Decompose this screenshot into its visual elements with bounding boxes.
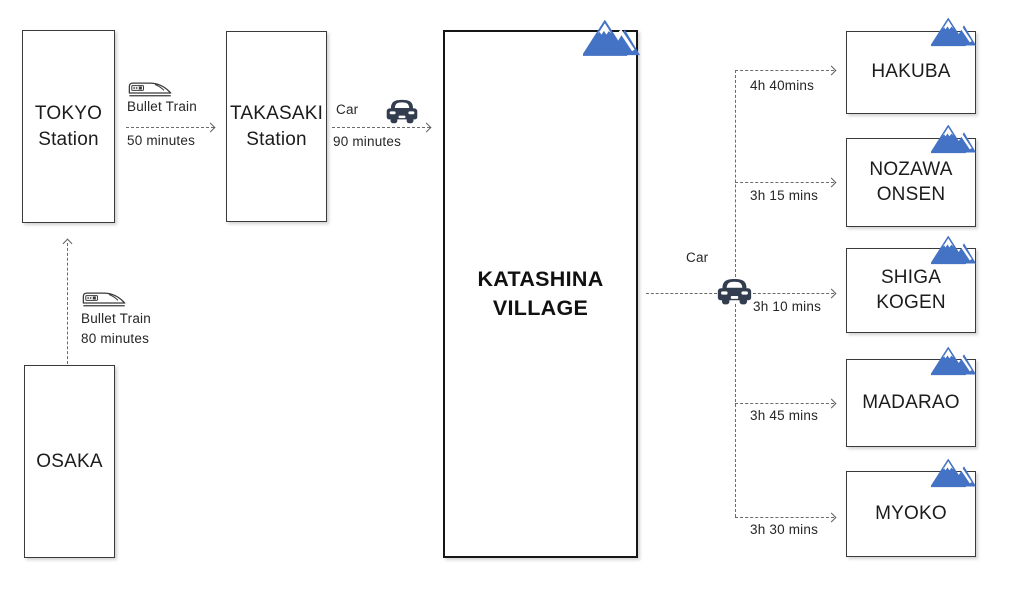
takasaki-line1: TAKASAKI — [229, 103, 324, 125]
tokyo-station-label: TOKYO Station — [35, 101, 102, 151]
bullet-train-icon — [128, 80, 173, 98]
tokyo-takasaki-arrowhead — [205, 122, 216, 133]
takasaki-katashina-duration-label: 90 minutes — [333, 134, 402, 149]
tokyo-takasaki-line — [126, 127, 214, 128]
mountain-icon — [930, 235, 976, 265]
katashina-village-box: KATASHINA VILLAGE — [443, 30, 638, 558]
osaka-tokyo-line — [67, 243, 68, 364]
mountain-icon — [930, 17, 976, 47]
osaka-box: OSAKA — [24, 365, 115, 558]
branch-line-shiga — [753, 293, 834, 294]
osaka-label: OSAKA — [36, 450, 103, 472]
branch-line-nozawa — [735, 182, 834, 183]
takasaki-line2: Station — [246, 128, 307, 150]
destination-label: SHIGA KOGEN — [876, 267, 946, 313]
car-icon — [385, 97, 419, 124]
takasaki-katashina-mode-label: Car — [336, 102, 359, 117]
katashina-line2: VILLAGE — [492, 296, 589, 320]
tokyo-line2: Station — [38, 128, 99, 150]
destination-label: MADARAO — [862, 391, 960, 413]
branch-arrowhead-shiga — [826, 288, 837, 299]
destination-box-shiga-kogen: SHIGA KOGEN — [846, 248, 976, 333]
duration-label-hakuba: 4h 40mins — [750, 78, 815, 93]
mountain-icon — [930, 124, 976, 154]
duration-label-madarao: 3h 45 mins — [750, 408, 819, 423]
tokyo-takasaki-mode-label: Bullet Train — [127, 99, 197, 114]
duration-label-shiga: 3h 10 mins — [753, 299, 822, 314]
destination-box-nozawa-onsen: NOZAWA ONSEN — [846, 138, 976, 227]
takasaki-station-label: TAKASAKI Station — [230, 101, 323, 151]
takasaki-katashina-arrowhead — [421, 122, 432, 133]
osaka-tokyo-arrowhead — [62, 238, 73, 249]
duration-label-nozawa: 3h 15 mins — [750, 188, 819, 203]
tokyo-takasaki-duration-label: 50 minutes — [127, 133, 196, 148]
car-icon — [716, 276, 753, 305]
duration-label-myoko: 3h 30 mins — [750, 522, 819, 537]
branch-arrowhead-nozawa — [826, 177, 837, 188]
branch-arrowhead-myoko — [826, 512, 837, 523]
trunk-line-lower — [735, 304, 736, 517]
destination-label: MYOKO — [875, 502, 947, 524]
branch-line-hakuba — [735, 70, 834, 71]
katashina-junction-line — [646, 293, 717, 294]
branch-line-madarao — [735, 403, 834, 404]
bullet-train-icon — [82, 290, 127, 308]
junction-mode-label: Car — [686, 250, 709, 265]
osaka-tokyo-duration-label: 80 minutes — [81, 331, 150, 346]
trunk-line-upper — [735, 70, 736, 277]
branch-line-myoko — [735, 517, 834, 518]
osaka-tokyo-mode-label: Bullet Train — [81, 311, 151, 326]
tokyo-station-box: TOKYO Station — [22, 30, 115, 223]
destination-label: NOZAWA ONSEN — [869, 159, 953, 205]
katashina-line1: KATASHINA — [477, 266, 604, 291]
mountain-icon — [582, 19, 640, 57]
branch-arrowhead-madarao — [826, 398, 837, 409]
mountain-icon — [930, 458, 976, 488]
destination-label: HAKUBA — [871, 61, 951, 83]
takasaki-katashina-line — [332, 127, 430, 128]
takasaki-station-box: TAKASAKI Station — [226, 31, 327, 222]
katashina-village-label: KATASHINA VILLAGE — [477, 265, 603, 323]
branch-arrowhead-hakuba — [826, 65, 837, 76]
mountain-icon — [930, 346, 976, 376]
tokyo-line1: TOKYO — [34, 103, 103, 125]
